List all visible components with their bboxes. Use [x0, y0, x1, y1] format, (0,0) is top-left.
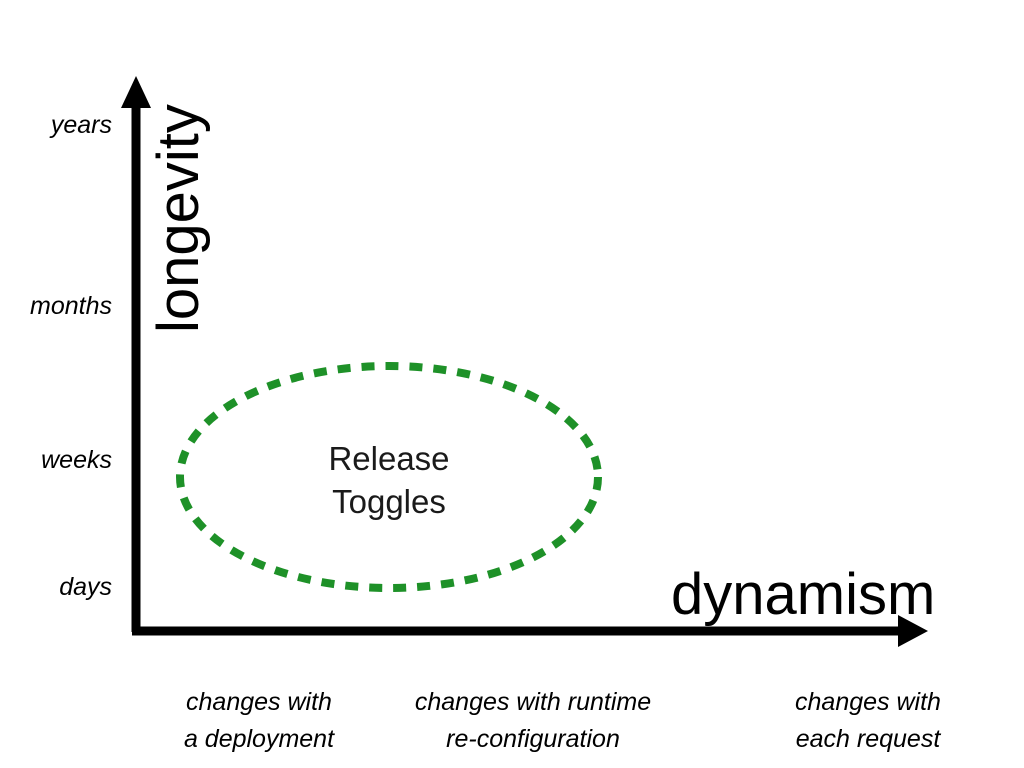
x-caption-each-request: changes with each request — [795, 688, 941, 753]
y-axis-title: longevity — [146, 104, 211, 333]
x-caption-deployment-line1: changes with — [186, 688, 332, 716]
x-axis-title: dynamism — [671, 562, 935, 627]
x-caption-runtime-line2: re-configuration — [446, 725, 620, 753]
axis-lines — [121, 76, 928, 647]
x-caption-request-line2: each request — [796, 725, 942, 753]
release-toggles-label-line2: Toggles — [332, 483, 446, 520]
release-toggles-label: Release Toggles — [328, 440, 449, 520]
release-toggles-label-line1: Release — [328, 440, 449, 477]
y-tick-label-weeks: weeks — [41, 446, 112, 474]
release-toggles-region-outline — [176, 362, 602, 592]
x-caption-deployment: changes with a deployment — [184, 688, 335, 753]
y-tick-label-days: days — [59, 573, 112, 601]
x-caption-request-line1: changes with — [795, 688, 941, 716]
x-caption-runtime-reconfiguration: changes with runtime re-configuration — [415, 688, 651, 753]
x-caption-deployment-line2: a deployment — [184, 725, 335, 753]
y-tick-label-years: years — [49, 111, 112, 139]
x-caption-runtime-line1: changes with runtime — [415, 688, 651, 716]
y-tick-label-months: months — [30, 292, 112, 320]
y-axis-arrowhead — [121, 76, 151, 108]
y-axis-tick-labels: years months weeks days — [30, 111, 112, 601]
x-axis-arrowhead — [898, 615, 928, 647]
